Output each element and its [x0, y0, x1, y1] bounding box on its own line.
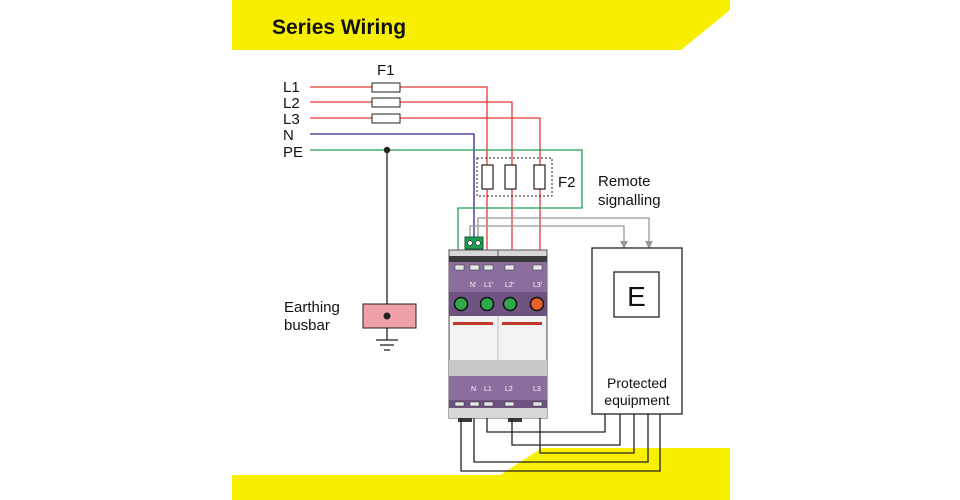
protected-equipment-line-1: Protected — [607, 375, 667, 391]
terminal-l1: L1 — [484, 386, 492, 393]
terminal-n-prime: N' — [470, 282, 476, 289]
fuse-group-f2 — [481, 164, 546, 190]
earthing-busbar-line-2: busbar — [284, 317, 330, 334]
terminal-l1-prime: L1' — [484, 282, 493, 289]
line-label-l1: L1 — [283, 79, 300, 96]
line-label-n: N — [283, 127, 294, 144]
pe-junction-dot — [383, 146, 391, 154]
status-indicator-4 — [529, 296, 545, 312]
fuse-f2-l3 — [533, 164, 546, 190]
fuse-f1-l2 — [371, 97, 401, 108]
remote-signalling-line-1: Remote — [598, 173, 651, 190]
terminal-l3-prime: L3' — [533, 282, 542, 289]
connector-screw-1 — [467, 240, 473, 246]
terminal-l2-prime: L2' — [505, 282, 514, 289]
fuse-f2-enclosure — [476, 157, 553, 197]
terminal-l2: L2 — [505, 386, 513, 393]
earthing-busbar-line-1: Earthing — [284, 299, 340, 316]
fuse-f1-l3 — [371, 113, 401, 124]
title-banner — [232, 0, 730, 50]
signal-arrow-2 — [620, 241, 628, 249]
wire-n — [310, 133, 475, 250]
fuse-f2-l1 — [481, 164, 494, 190]
output-wires — [460, 414, 661, 472]
connector-screw-2 — [475, 240, 481, 246]
signal-wire-2 — [469, 225, 625, 245]
busbar-connection-dot — [383, 312, 391, 320]
equipment-symbol: E — [627, 281, 646, 312]
line-label-l3: L3 — [283, 111, 300, 128]
status-indicator-1 — [453, 296, 469, 312]
equipment-symbol-box — [613, 271, 660, 318]
bottom-banner — [232, 448, 730, 500]
surge-protection-device: N' L1' L2' L3' N L1 L2 L3 — [448, 249, 548, 422]
signal-arrow-1 — [645, 241, 653, 249]
remote-signal-connector — [464, 236, 484, 250]
terminal-n: N — [471, 386, 476, 393]
wire-l1 — [310, 86, 488, 255]
status-indicator-2 — [479, 296, 495, 312]
line-label-l2: L2 — [283, 95, 300, 112]
line-label-pe: PE — [283, 144, 303, 161]
protected-equipment-line-2: equipment — [604, 392, 669, 408]
status-indicator-3 — [502, 296, 518, 312]
fuse-group-f1 — [371, 82, 401, 124]
fuse-f1-l1 — [371, 82, 401, 93]
device-logo-stripe-left — [453, 322, 493, 325]
signal-wires — [469, 217, 650, 245]
page-title: Series Wiring — [272, 16, 406, 39]
fuse-f2-l2 — [504, 164, 517, 190]
terminal-l3: L3 — [533, 386, 541, 393]
fuse-f1-label: F1 — [377, 62, 395, 79]
signal-wire-1 — [477, 217, 650, 245]
fuse-f2-label: F2 — [558, 174, 576, 191]
device-logo-stripe-right — [502, 322, 542, 325]
remote-signalling-line-2: signalling — [598, 192, 661, 209]
ground-symbol — [376, 339, 398, 351]
